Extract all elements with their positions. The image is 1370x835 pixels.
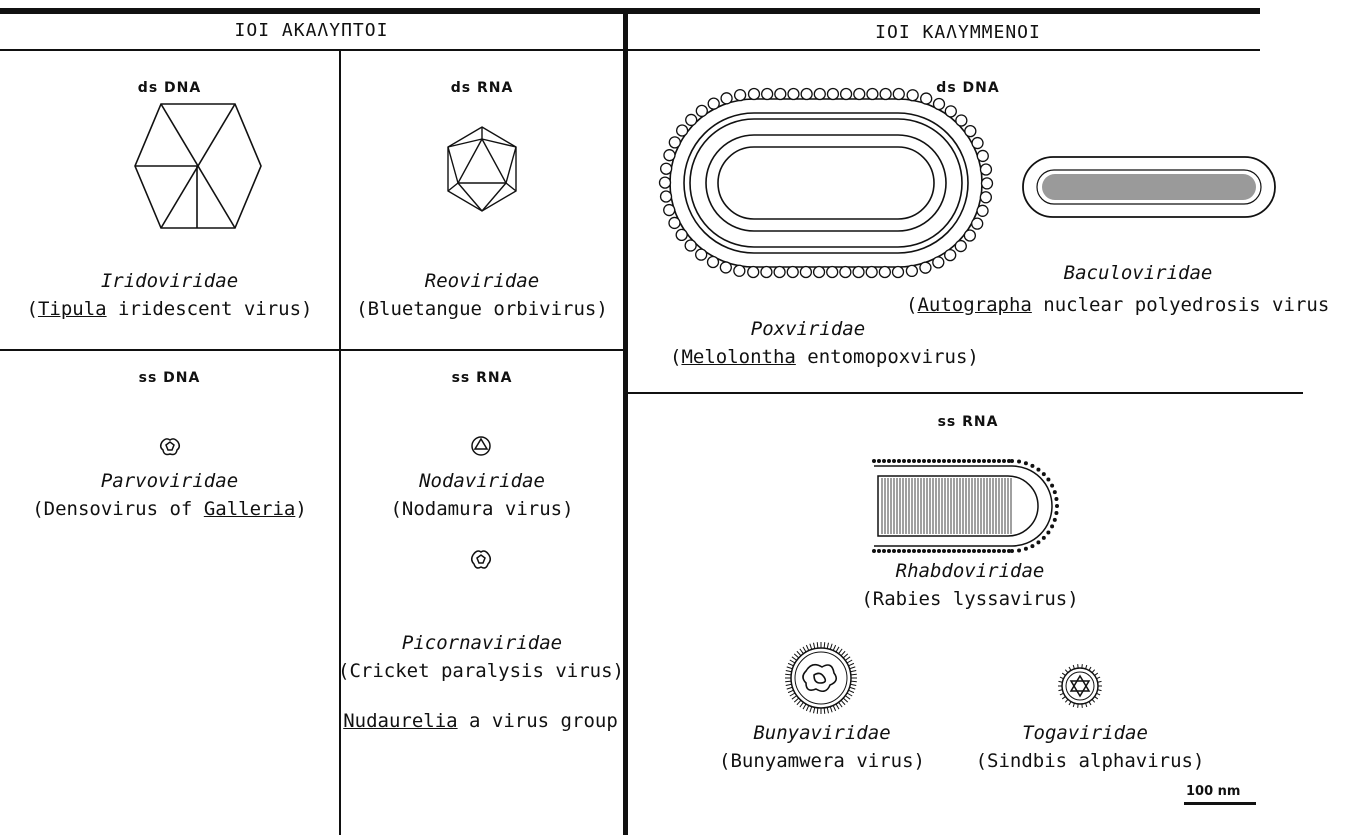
scale-bar-label: 100 nm — [1186, 784, 1240, 799]
label-ss-dna-naked: ss DNA — [0, 370, 339, 386]
label-ds-rna-naked: ds RNA — [341, 80, 623, 96]
virus-sindbis: (Sindbis alphavirus) — [970, 750, 1210, 772]
family-bunyaviridae: Bunyaviridae — [722, 722, 922, 744]
baculovirus-rod-icon — [1020, 152, 1280, 222]
family-iridoviridae: Iridoviridae — [0, 270, 339, 292]
virus-nodamura: (Nodamura virus) — [341, 498, 623, 520]
rhabdovirus-bullet-icon — [862, 456, 1062, 556]
iridovirus-icosahedron-icon — [133, 96, 263, 236]
family-picornaviridae: Picornaviridae — [341, 632, 623, 654]
right-horizontal-divider — [628, 392, 1303, 394]
reovirus-icosahedron-icon — [444, 125, 520, 213]
family-rhabdoviridae: Rhabdoviridae — [840, 560, 1100, 582]
virus-cricket-paralysis: (Cricket paralysis virus) — [338, 660, 623, 682]
label-ds-dna-naked: ds DNA — [0, 80, 339, 96]
virus-densovirus: (Densovirus of Galleria) — [0, 498, 339, 520]
header-enveloped-viruses: ΙΟΙ ΚΑΛΥΜΜΕΝΟΙ — [628, 22, 1288, 43]
family-poxviridae: Poxviridae — [728, 318, 888, 340]
family-nodaviridae: Nodaviridae — [341, 470, 623, 492]
virus-tipula: (Tipula iridescent virus) — [0, 298, 339, 320]
virus-bluetangue: (Bluetangue orbivirus) — [341, 298, 623, 320]
label-ss-rna-naked: ss RNA — [341, 370, 623, 386]
family-togaviridae: Togaviridae — [990, 722, 1180, 744]
togavirus-particle-icon — [1050, 656, 1110, 716]
parvovirus-particle-icon — [158, 436, 182, 458]
virus-rabies: (Rabies lyssavirus) — [820, 588, 1120, 610]
family-parvoviridae: Parvoviridae — [0, 470, 339, 492]
label-ss-rna-enveloped: ss RNA — [628, 414, 1308, 430]
header-naked-viruses: ΙΟΙ ΑΚΑΛΥΠΤΟΙ — [0, 20, 623, 41]
virus-nudaurelia-group: Nudaurelia a virus group — [338, 710, 623, 732]
virus-bunyamwera: (Bunyamwera virus) — [712, 750, 932, 772]
family-baculoviridae: Baculoviridae — [1028, 262, 1248, 284]
virus-melolontha: (Melolontha entomopoxvirus) — [670, 346, 990, 368]
bunyavirus-particle-icon — [776, 633, 866, 723]
poxvirus-particle-icon — [656, 83, 996, 283]
header-divider — [0, 49, 1260, 51]
family-reoviridae: Reoviridae — [341, 270, 623, 292]
nodavirus-particle-icon — [469, 434, 493, 458]
scale-bar — [1184, 802, 1256, 805]
left-horizontal-divider — [0, 349, 625, 351]
top-border — [0, 8, 1260, 14]
virus-autographa: (Autographa nuclear polyedrosis virus — [906, 294, 1366, 316]
picornavirus-particle-icon — [469, 548, 493, 572]
